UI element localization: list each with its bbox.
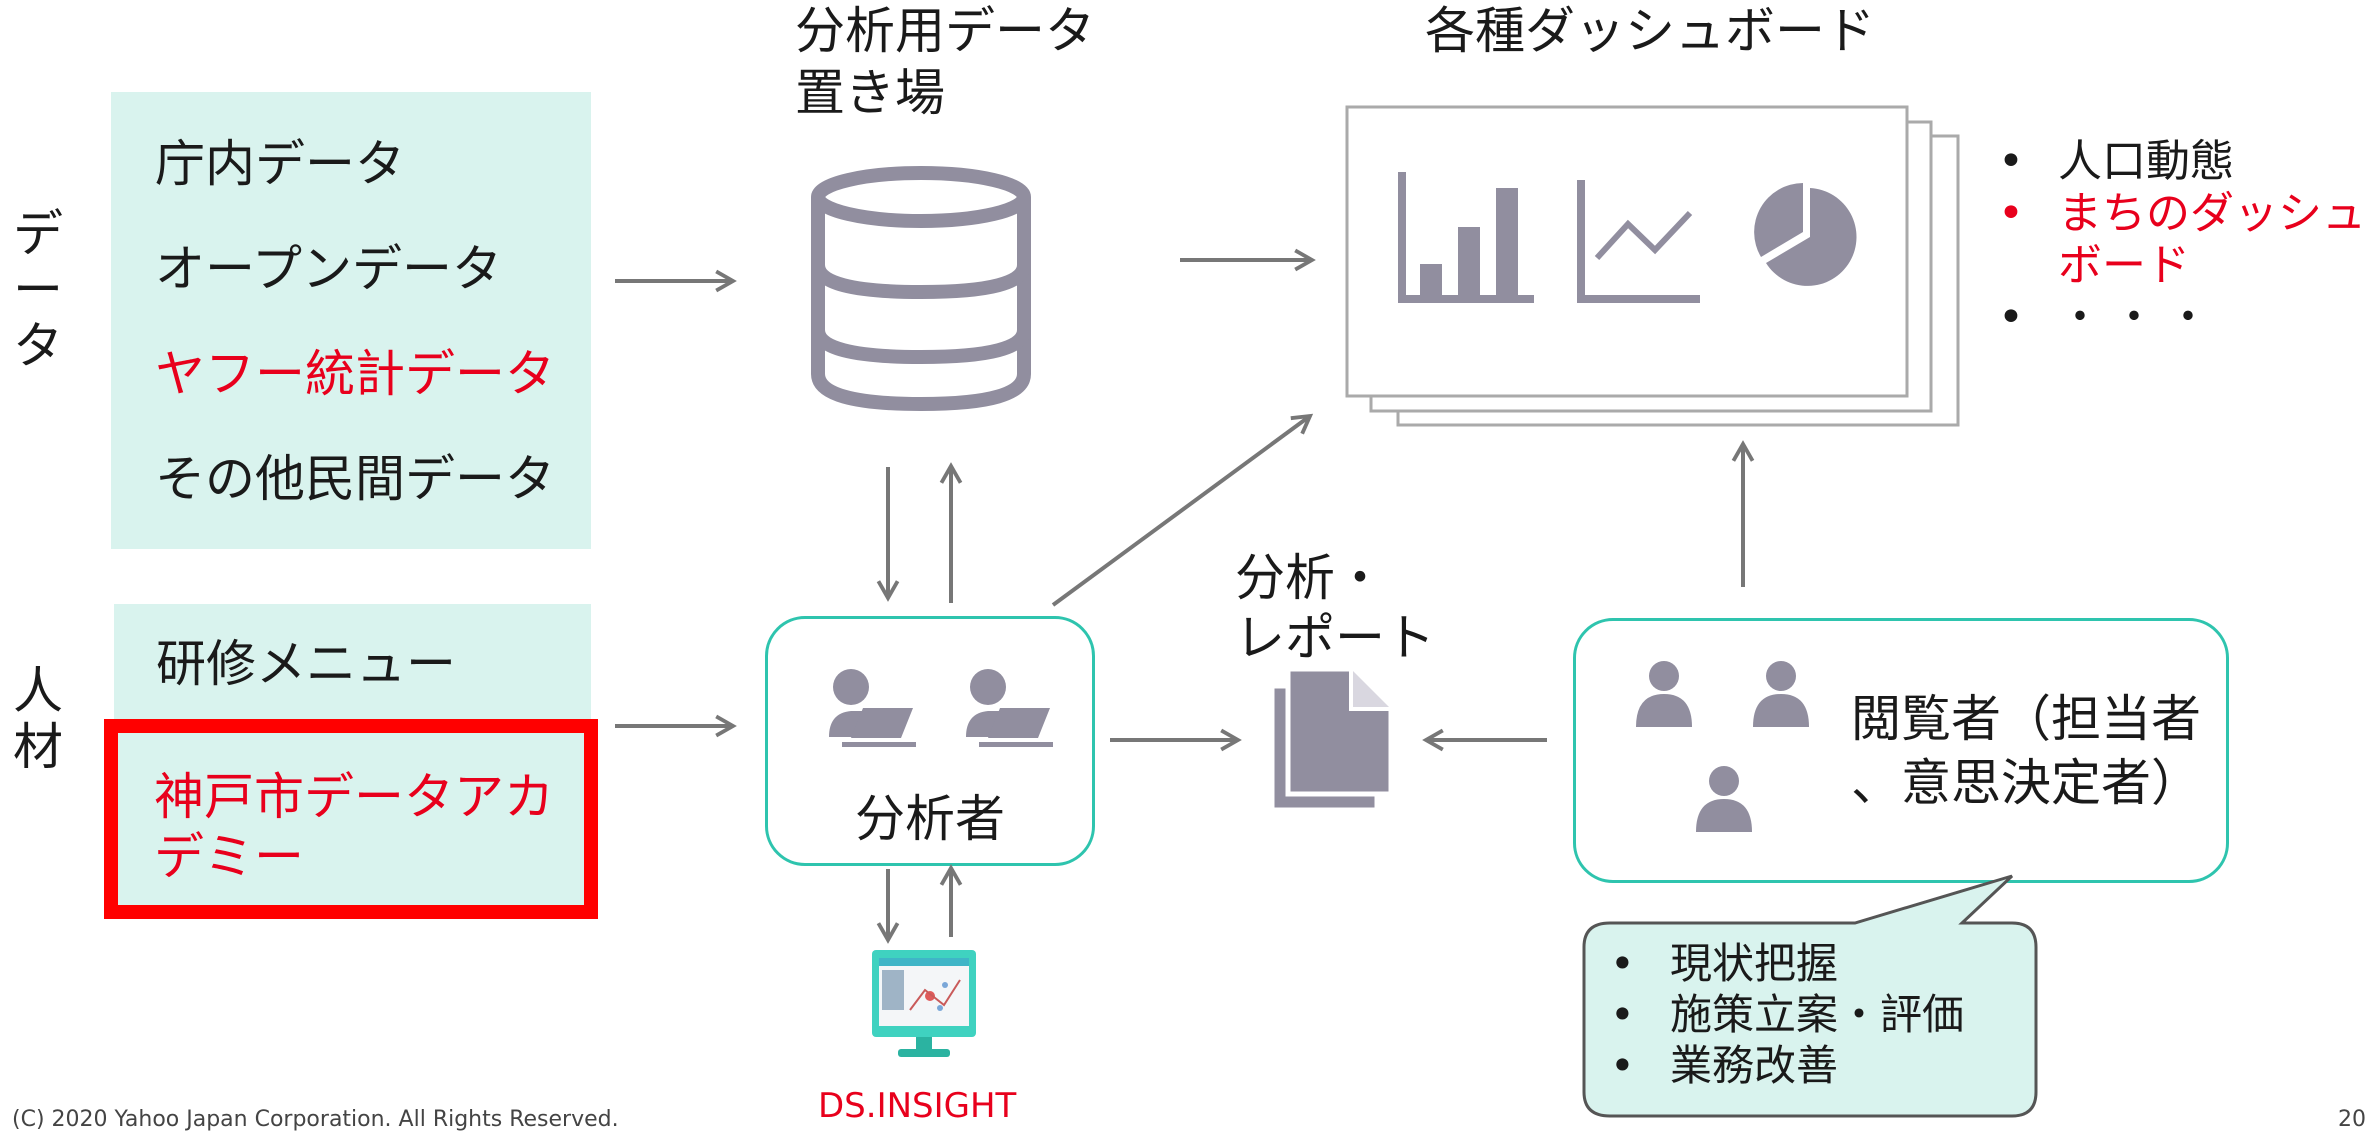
academy-label: 神戸市データアカ デミー bbox=[154, 767, 554, 887]
data-sources-panel: 庁内データ オープンデータ ヤフー統計データ その他民間データ bbox=[111, 92, 591, 549]
dashboard-list-item-label-cont: ボード bbox=[2058, 240, 2190, 291]
database-icon bbox=[811, 166, 1031, 412]
report-document-icon bbox=[1269, 666, 1394, 813]
callout-list: 現状把握 施策立案・評価 業務改善 bbox=[1602, 938, 1964, 1091]
analyst-label: 分析者 bbox=[855, 790, 1005, 848]
training-menu-label: 研修メニュー bbox=[156, 635, 456, 693]
people-side-label: 人 材 bbox=[10, 663, 66, 775]
line-chart-icon bbox=[1577, 180, 1700, 303]
viewers-label-line: 、意思決定者） bbox=[1851, 754, 2201, 812]
data-source-item: オープンデータ bbox=[155, 240, 502, 298]
analyst-box: 分析者 bbox=[765, 616, 1095, 866]
data-source-item: その他民間データ bbox=[155, 450, 555, 508]
viewer-person-icon bbox=[1636, 661, 1692, 727]
report-label-line: レポート bbox=[1235, 609, 1435, 667]
viewers-label-line: 閲覧者（担当者 bbox=[1851, 690, 2201, 748]
data-side-label-char: ー bbox=[13, 261, 63, 319]
viewers-label: 閲覧者（担当者 、意思決定者） bbox=[1851, 687, 2201, 815]
data-source-item: 庁内データ bbox=[155, 135, 405, 193]
monitor-icon bbox=[872, 950, 976, 1057]
analyst-laptop-icon bbox=[966, 669, 1053, 747]
people-side-label-char: 人 bbox=[13, 662, 63, 720]
page-number: 20 bbox=[2338, 1107, 2366, 1132]
report-label-line: 分析・ bbox=[1235, 549, 1385, 607]
people-side-label-char: 材 bbox=[13, 718, 63, 776]
dashboard-list-item-label: まちのダッシュ bbox=[2058, 188, 2366, 239]
academy-label-line: 神戸市データアカ bbox=[154, 768, 554, 826]
storage-heading-line: 置き場 bbox=[795, 64, 945, 122]
analyst-laptop-icon bbox=[829, 669, 916, 747]
data-source-item-highlight: ヤフー統計データ bbox=[155, 345, 555, 403]
dashboard-heading: 各種ダッシュボード bbox=[1425, 2, 1875, 60]
dashboard-list-item: ・・・ bbox=[1990, 292, 2366, 344]
viewers-box: 閲覧者（担当者 、意思決定者） bbox=[1573, 618, 2229, 883]
footer-copyright: (C) 2020 Yahoo Japan Corporation. All Ri… bbox=[12, 1107, 619, 1132]
storage-heading-line: 分析用データ bbox=[795, 2, 1095, 60]
bar-chart-icon bbox=[1398, 172, 1534, 303]
storage-heading: 分析用データ 置き場 bbox=[795, 0, 1095, 124]
viewer-person-icon bbox=[1696, 766, 1752, 832]
training-panel: 研修メニュー bbox=[114, 604, 591, 719]
tool-label: DS.INSIGHT bbox=[818, 1086, 1017, 1126]
arrow-analyst-to-dashboard bbox=[1051, 413, 1314, 607]
data-side-label: デ ー タ bbox=[10, 206, 66, 374]
pie-chart-icon bbox=[1754, 183, 1857, 286]
viewer-person-icon bbox=[1753, 661, 1809, 727]
report-label: 分析・ レポート bbox=[1235, 548, 1435, 668]
callout-list-item: 現状把握 bbox=[1602, 938, 1964, 989]
data-side-label-char: タ bbox=[13, 317, 63, 375]
callout-list-item: 業務改善 bbox=[1602, 1040, 1964, 1091]
data-side-label-char: デ bbox=[13, 205, 63, 263]
flow-arrows bbox=[615, 248, 1755, 944]
dashboard-list-item: 人口動態 bbox=[1990, 136, 2366, 188]
callout-list-item: 施策立案・評価 bbox=[1602, 989, 1964, 1040]
academy-label-line: デミー bbox=[154, 828, 304, 886]
dashboard-list-item-highlight: まちのダッシュ ボード bbox=[1990, 188, 2366, 292]
academy-box: 神戸市データアカ デミー bbox=[104, 719, 598, 919]
dashboard-list: 人口動態 まちのダッシュ ボード ・・・ bbox=[1990, 136, 2366, 344]
